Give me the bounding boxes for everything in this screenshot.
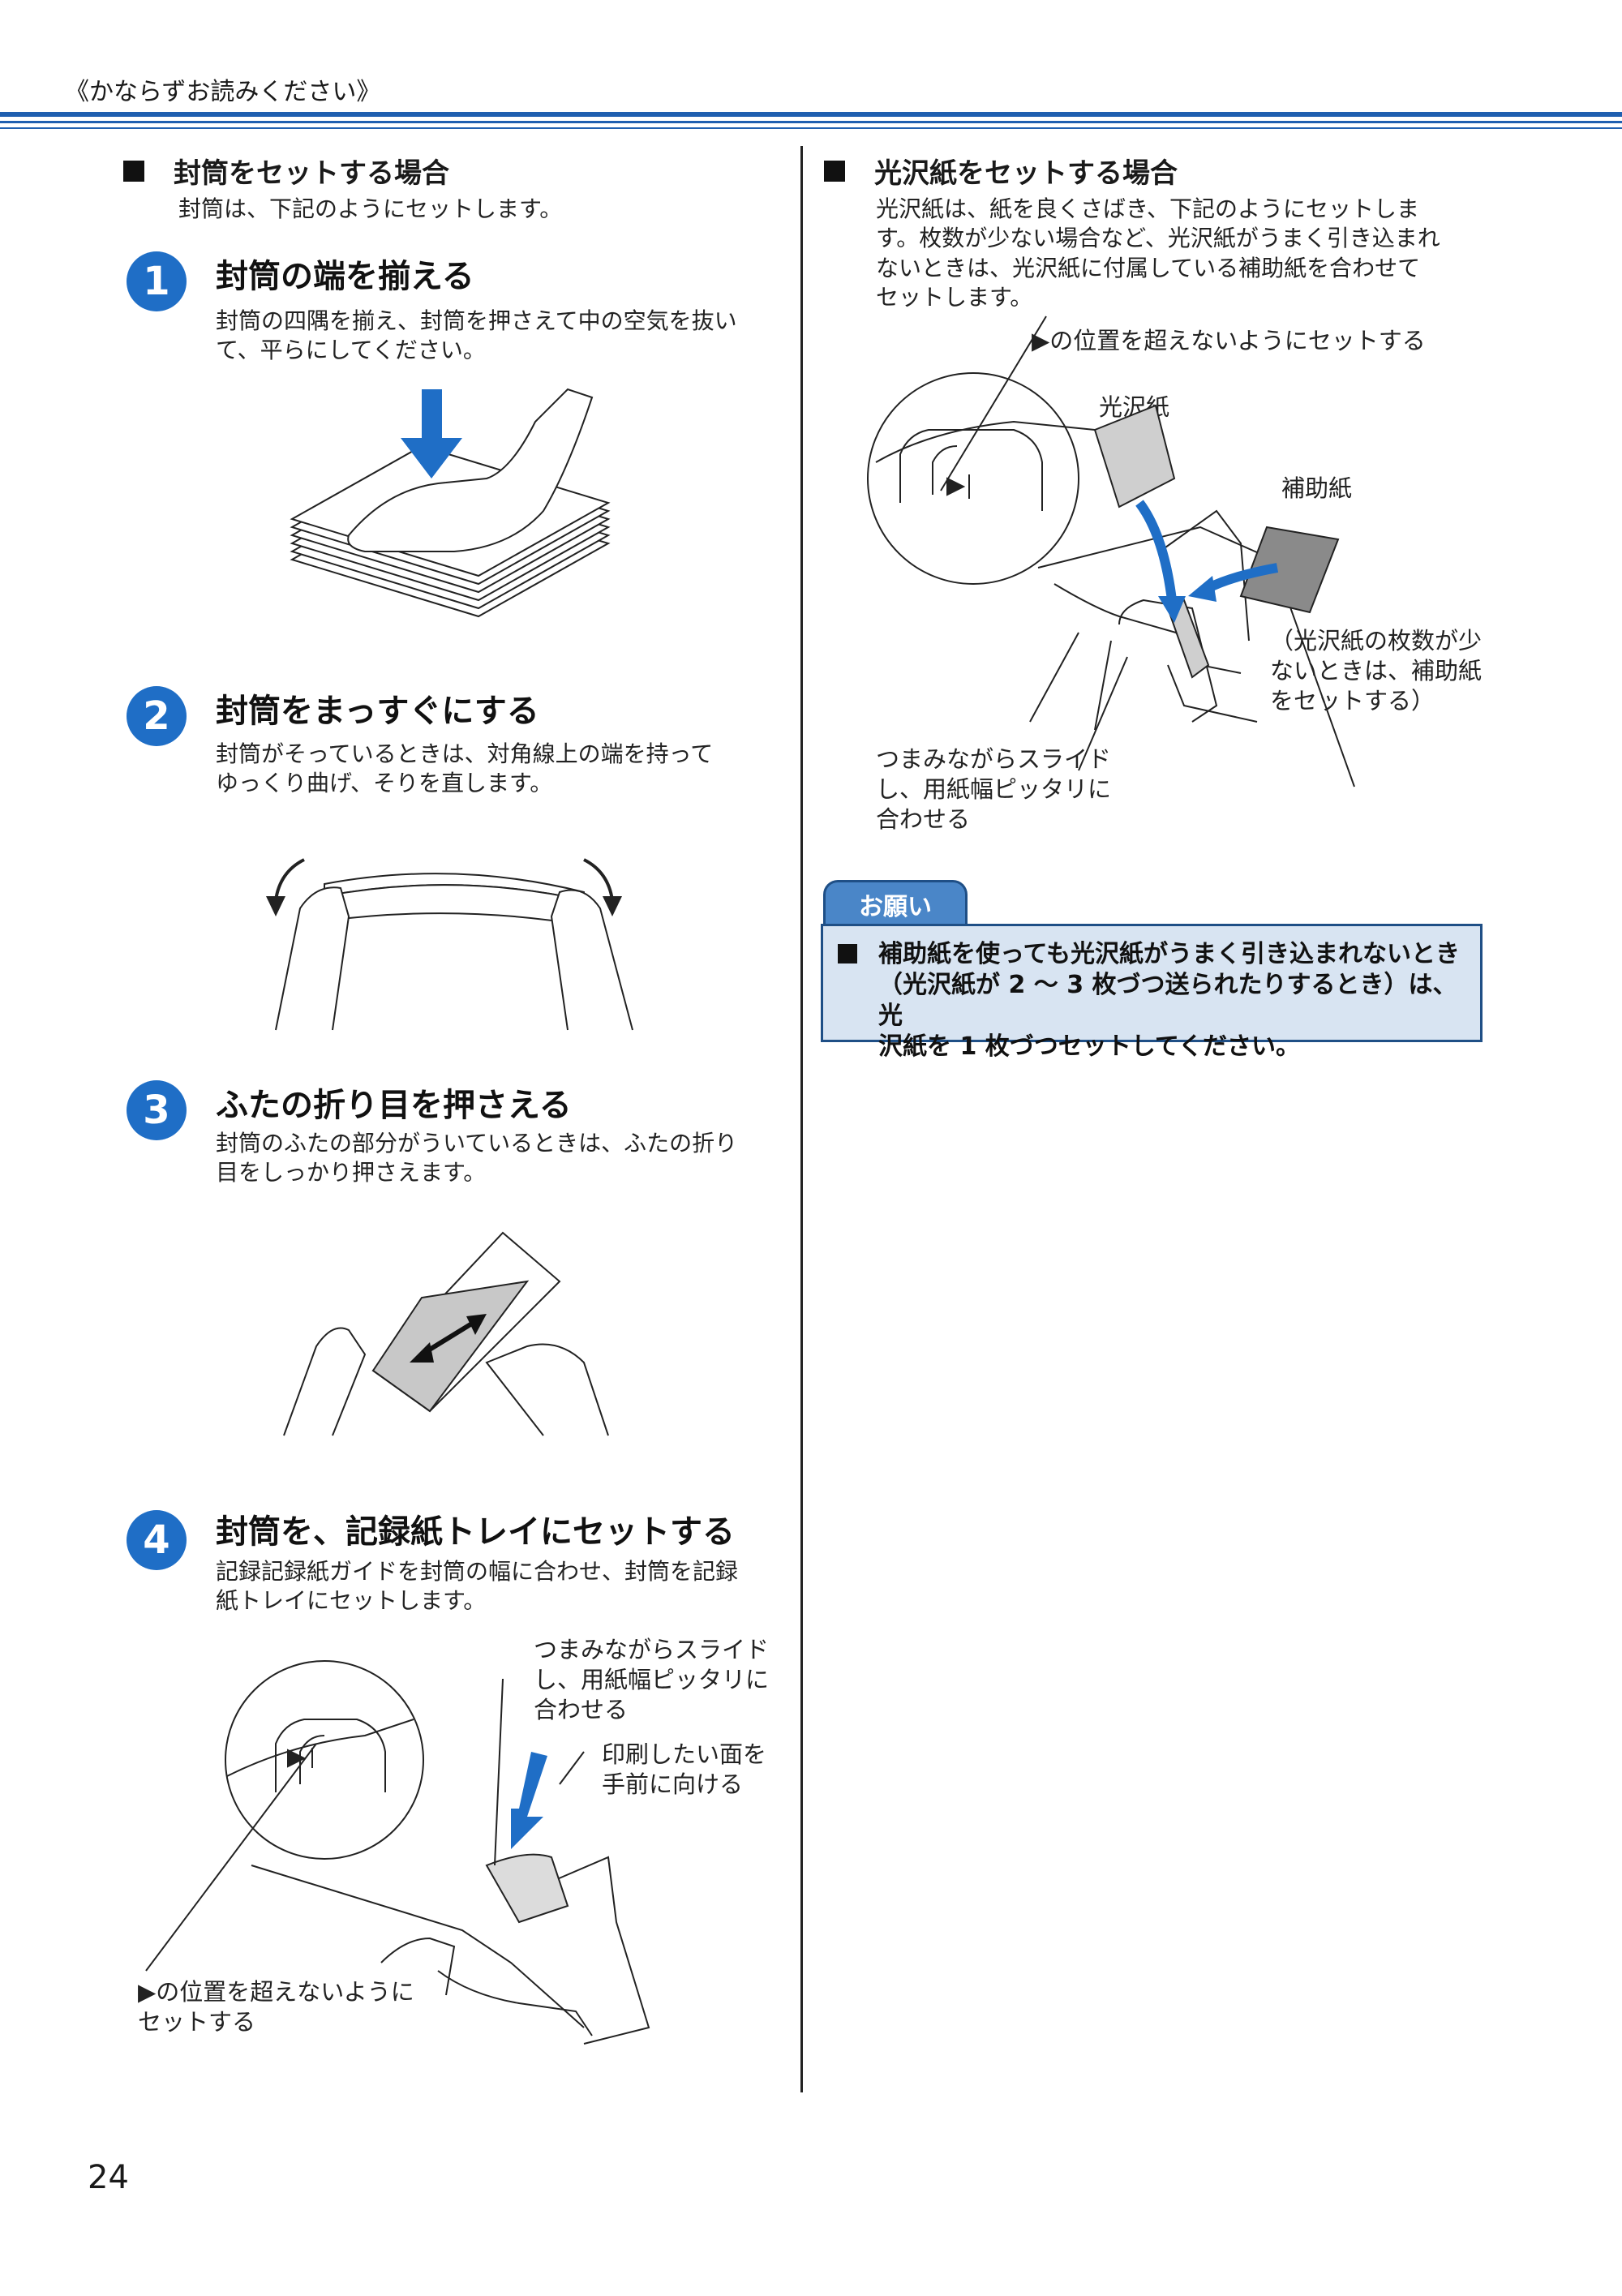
glossy-callout-limit: ▶の位置を超えないようにセットする	[1032, 327, 1426, 354]
glossy-section-title: 光沢紙をセットする場合	[824, 151, 1178, 191]
envelope-section-title: 封筒をセットする場合	[123, 151, 449, 191]
step-2-title: 封筒をまっすぐにする	[216, 693, 539, 730]
step-4-title: 封筒を、記録紙トレイにセットする	[216, 1513, 735, 1551]
envelope-section-intro: 封筒は、下記のようにセットします。	[178, 195, 563, 222]
step-2-desc: 封筒がそっているときは、対角線上の端を持って ゆっくり曲げ、そりを直します。	[216, 740, 714, 797]
step-1-illustration	[290, 388, 611, 618]
step-3-desc: 封筒のふたの部分がういているときは、ふたの折り 目をしっかり押さえます。	[216, 1130, 738, 1187]
step-1-desc: 封筒の四隅を揃え、封筒を押さえて中の空気を抜い て、平らにしてください。	[216, 307, 737, 364]
column-divider	[800, 146, 803, 2092]
step-4-callout-limit: ▶の位置を超えないように セットする	[138, 1978, 414, 2036]
step-3-number: 3	[127, 1080, 187, 1140]
note-text: 補助紙を使っても光沢紙がうまく引き込まれないとき （光沢紙が 2 ～ 3 枚づつ…	[878, 940, 1460, 1062]
step-2-illustration	[266, 858, 633, 1031]
bullet-square-icon	[838, 944, 857, 963]
running-header: 《かならずお読みください》	[65, 78, 381, 106]
header-rule	[0, 127, 1622, 129]
step-4-callout-print-face: 印刷したい面を 手前に向ける	[602, 1740, 767, 1799]
step-4-desc: 記録記録紙ガイドを封筒の幅に合わせ、封筒を記録 紙トレイにセットします。	[216, 1558, 739, 1615]
note-box: 補助紙を使っても光沢紙がうまく引き込まれないとき （光沢紙が 2 ～ 3 枚づつ…	[821, 924, 1483, 1062]
step-2-number: 2	[127, 686, 187, 746]
bullet-square-icon	[123, 160, 144, 182]
glossy-section-intro: 光沢紙は、紙を良くさばき、下記のようにセットしま す。枚数が少ない場合など、光沢…	[876, 195, 1440, 311]
glossy-illustration	[867, 315, 1355, 788]
step-4-callout-slide: つまみながらスライド し、用紙幅ピッタリに 合わせる	[534, 1636, 770, 1724]
step-1-title: 封筒の端を揃える	[216, 258, 474, 295]
bullet-square-icon	[824, 160, 845, 182]
glossy-callout-aux-paper: 補助紙	[1281, 474, 1353, 502]
step-3-title: ふたの折り目を押さえる	[216, 1087, 572, 1124]
header-rule	[0, 112, 1622, 117]
page-number: 24	[88, 2159, 129, 2196]
step-4-illustration	[145, 1660, 650, 2045]
header-rule	[0, 121, 1622, 123]
note-tab: お願い	[823, 880, 968, 926]
step-3-illustration	[283, 1231, 609, 1436]
glossy-callout-slide: つまみながらスライド し、用紙幅ピッタリに 合わせる	[876, 745, 1112, 834]
step-4-number: 4	[127, 1510, 187, 1570]
step-1-number: 1	[127, 251, 187, 311]
